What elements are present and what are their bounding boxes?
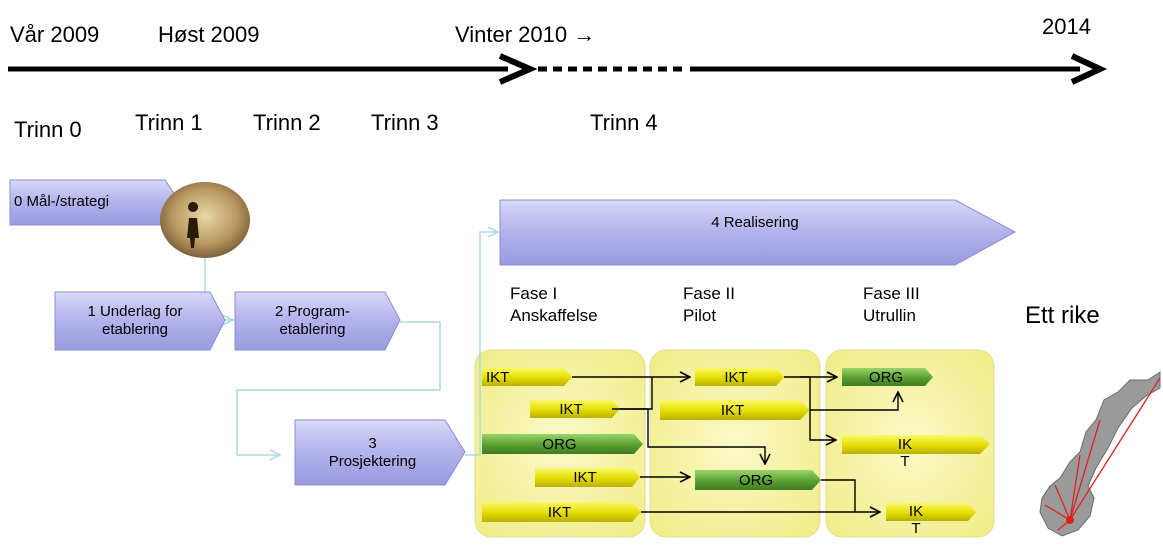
- phase-1-line1: Fase I: [510, 284, 558, 303]
- phase-2-line2: Pilot: [683, 306, 717, 325]
- bar-c2-3-shape[interactable]: [695, 470, 821, 490]
- stage-label-3: Trinn 3: [371, 110, 439, 135]
- bar-c3-1-label: ORG: [868, 369, 904, 386]
- bar-c3-2-label-a: IK: [897, 436, 913, 453]
- phase-2-line1: Fase II: [683, 284, 735, 303]
- bar-c1-4-label: IKT: [573, 469, 597, 486]
- bar-c3-3-label-b: T: [911, 520, 921, 537]
- bar-c3-3-label: IK T: [886, 503, 946, 537]
- bar-c1-3-label: ORG: [542, 436, 577, 453]
- bar-c2-1-shape[interactable]: [695, 368, 784, 386]
- step-3-label: 3 Prosjektering: [300, 435, 445, 471]
- bar-c1-5-label: IKT: [547, 504, 572, 521]
- norway-map: [1039, 371, 1161, 537]
- step-3-shape[interactable]: [294, 419, 466, 486]
- step-2-label-line1: 2 Program-: [274, 303, 351, 320]
- step-2-shape[interactable]: [234, 291, 401, 351]
- phase-3-line2: Utrullin: [863, 306, 916, 325]
- bar-c3-3-label-a: IK: [908, 503, 924, 520]
- bar-c3-2-shape[interactable]: [842, 435, 990, 454]
- result-label: Ett rike: [1025, 302, 1100, 329]
- bar-c1-2-shape[interactable]: [530, 400, 620, 418]
- bar-c3-3-shape[interactable]: [886, 503, 976, 521]
- stage-label-2: Trinn 2: [253, 110, 321, 135]
- timeline-label-host-2009: Høst 2009: [158, 22, 260, 47]
- bar-c1-2-label: IKT: [559, 401, 583, 418]
- step-4-shape[interactable]: [499, 199, 1017, 266]
- photo-thumbnail: [160, 182, 250, 258]
- bar-c1-3-shape[interactable]: [482, 434, 643, 454]
- step-2-label-line2: etablering: [279, 321, 346, 338]
- phase-header-1: Fase I Anskaffelse: [510, 283, 598, 327]
- phase-3-line1: Fase III: [863, 284, 920, 303]
- dependency-arrows: [572, 377, 898, 512]
- stage-label-1: Trinn 1: [135, 110, 203, 135]
- process-connectors: [204, 232, 498, 455]
- step-1-label: 1 Underlag for etablering: [60, 303, 210, 339]
- step-1-shape[interactable]: [54, 291, 226, 351]
- timeline-label-vinter-2010: Vinter 2010 →: [455, 22, 596, 47]
- bar-c1-5-shape[interactable]: [482, 502, 641, 522]
- person-silhouette: [187, 202, 199, 248]
- bar-c3-1-shape[interactable]: [842, 368, 933, 386]
- bar-c3-2-label-b: T: [900, 453, 910, 470]
- step-4-label: 4 Realisering: [711, 214, 799, 231]
- phase-header-2: Fase II Pilot: [683, 283, 735, 327]
- step-1-label-line1: 1 Underlag for: [87, 303, 183, 320]
- step-3-label-line1: 3: [368, 435, 377, 452]
- phase-panel-2: [649, 349, 821, 538]
- bar-c2-2-shape[interactable]: [660, 400, 810, 420]
- bar-c2-1-label: IKT: [724, 369, 748, 386]
- phase-header-3: Fase III Utrullin: [863, 283, 920, 327]
- phase-1-line2: Anskaffelse: [510, 306, 598, 325]
- step-3-label-line2: Prosjektering: [328, 453, 417, 470]
- timeline-arrow: [8, 53, 1108, 85]
- step-0-label: 0 Mål-/strategi: [14, 193, 110, 210]
- timeline-label-var-2009: Vår 2009: [10, 22, 100, 47]
- step-1-label-line2: etablering: [102, 321, 168, 338]
- bar-c2-3-label: ORG: [738, 472, 774, 489]
- bar-c1-1-shape[interactable]: [482, 368, 572, 386]
- bar-c3-2-label: IK T: [870, 436, 940, 470]
- bar-c2-2-label: IKT: [720, 402, 745, 419]
- step-2-label: 2 Program- etablering: [240, 303, 385, 339]
- bar-c1-4-shape[interactable]: [535, 468, 640, 487]
- timeline-label-2014: 2014: [1042, 14, 1091, 39]
- stage-label-4: Trinn 4: [590, 110, 658, 135]
- stage-label-0: Trinn 0: [14, 117, 82, 142]
- bar-c1-1-label: IKT: [486, 369, 510, 386]
